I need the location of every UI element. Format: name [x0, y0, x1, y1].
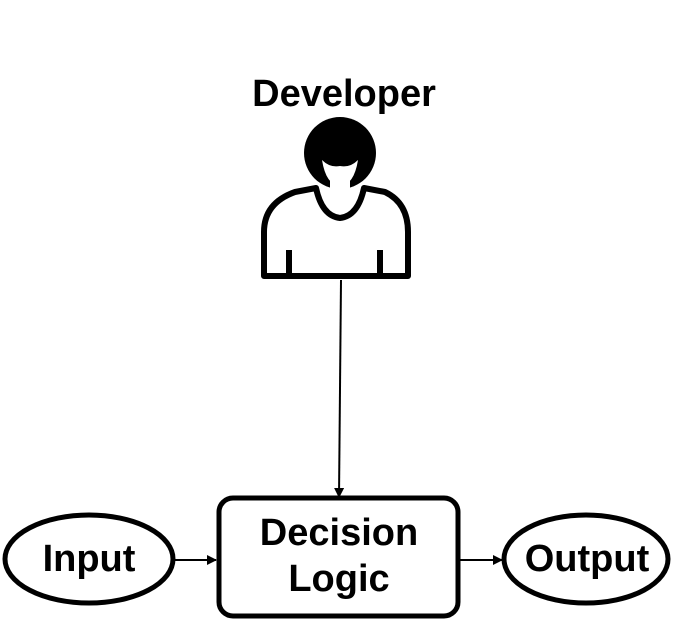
developer-to-logic-arrow	[334, 279, 345, 498]
output-label: Output	[524, 538, 650, 580]
decision-logic-label-line1: Decision	[259, 512, 419, 554]
person-icon	[261, 117, 411, 279]
input-label: Input	[42, 538, 136, 580]
decision-logic-node	[216, 495, 461, 619]
developer-label: Developer	[252, 73, 436, 115]
input-node	[2, 512, 176, 606]
output-node	[501, 512, 671, 606]
decision-logic-label: Decision Logic	[222, 510, 456, 602]
decision-logic-label-line2: Logic	[288, 558, 390, 600]
